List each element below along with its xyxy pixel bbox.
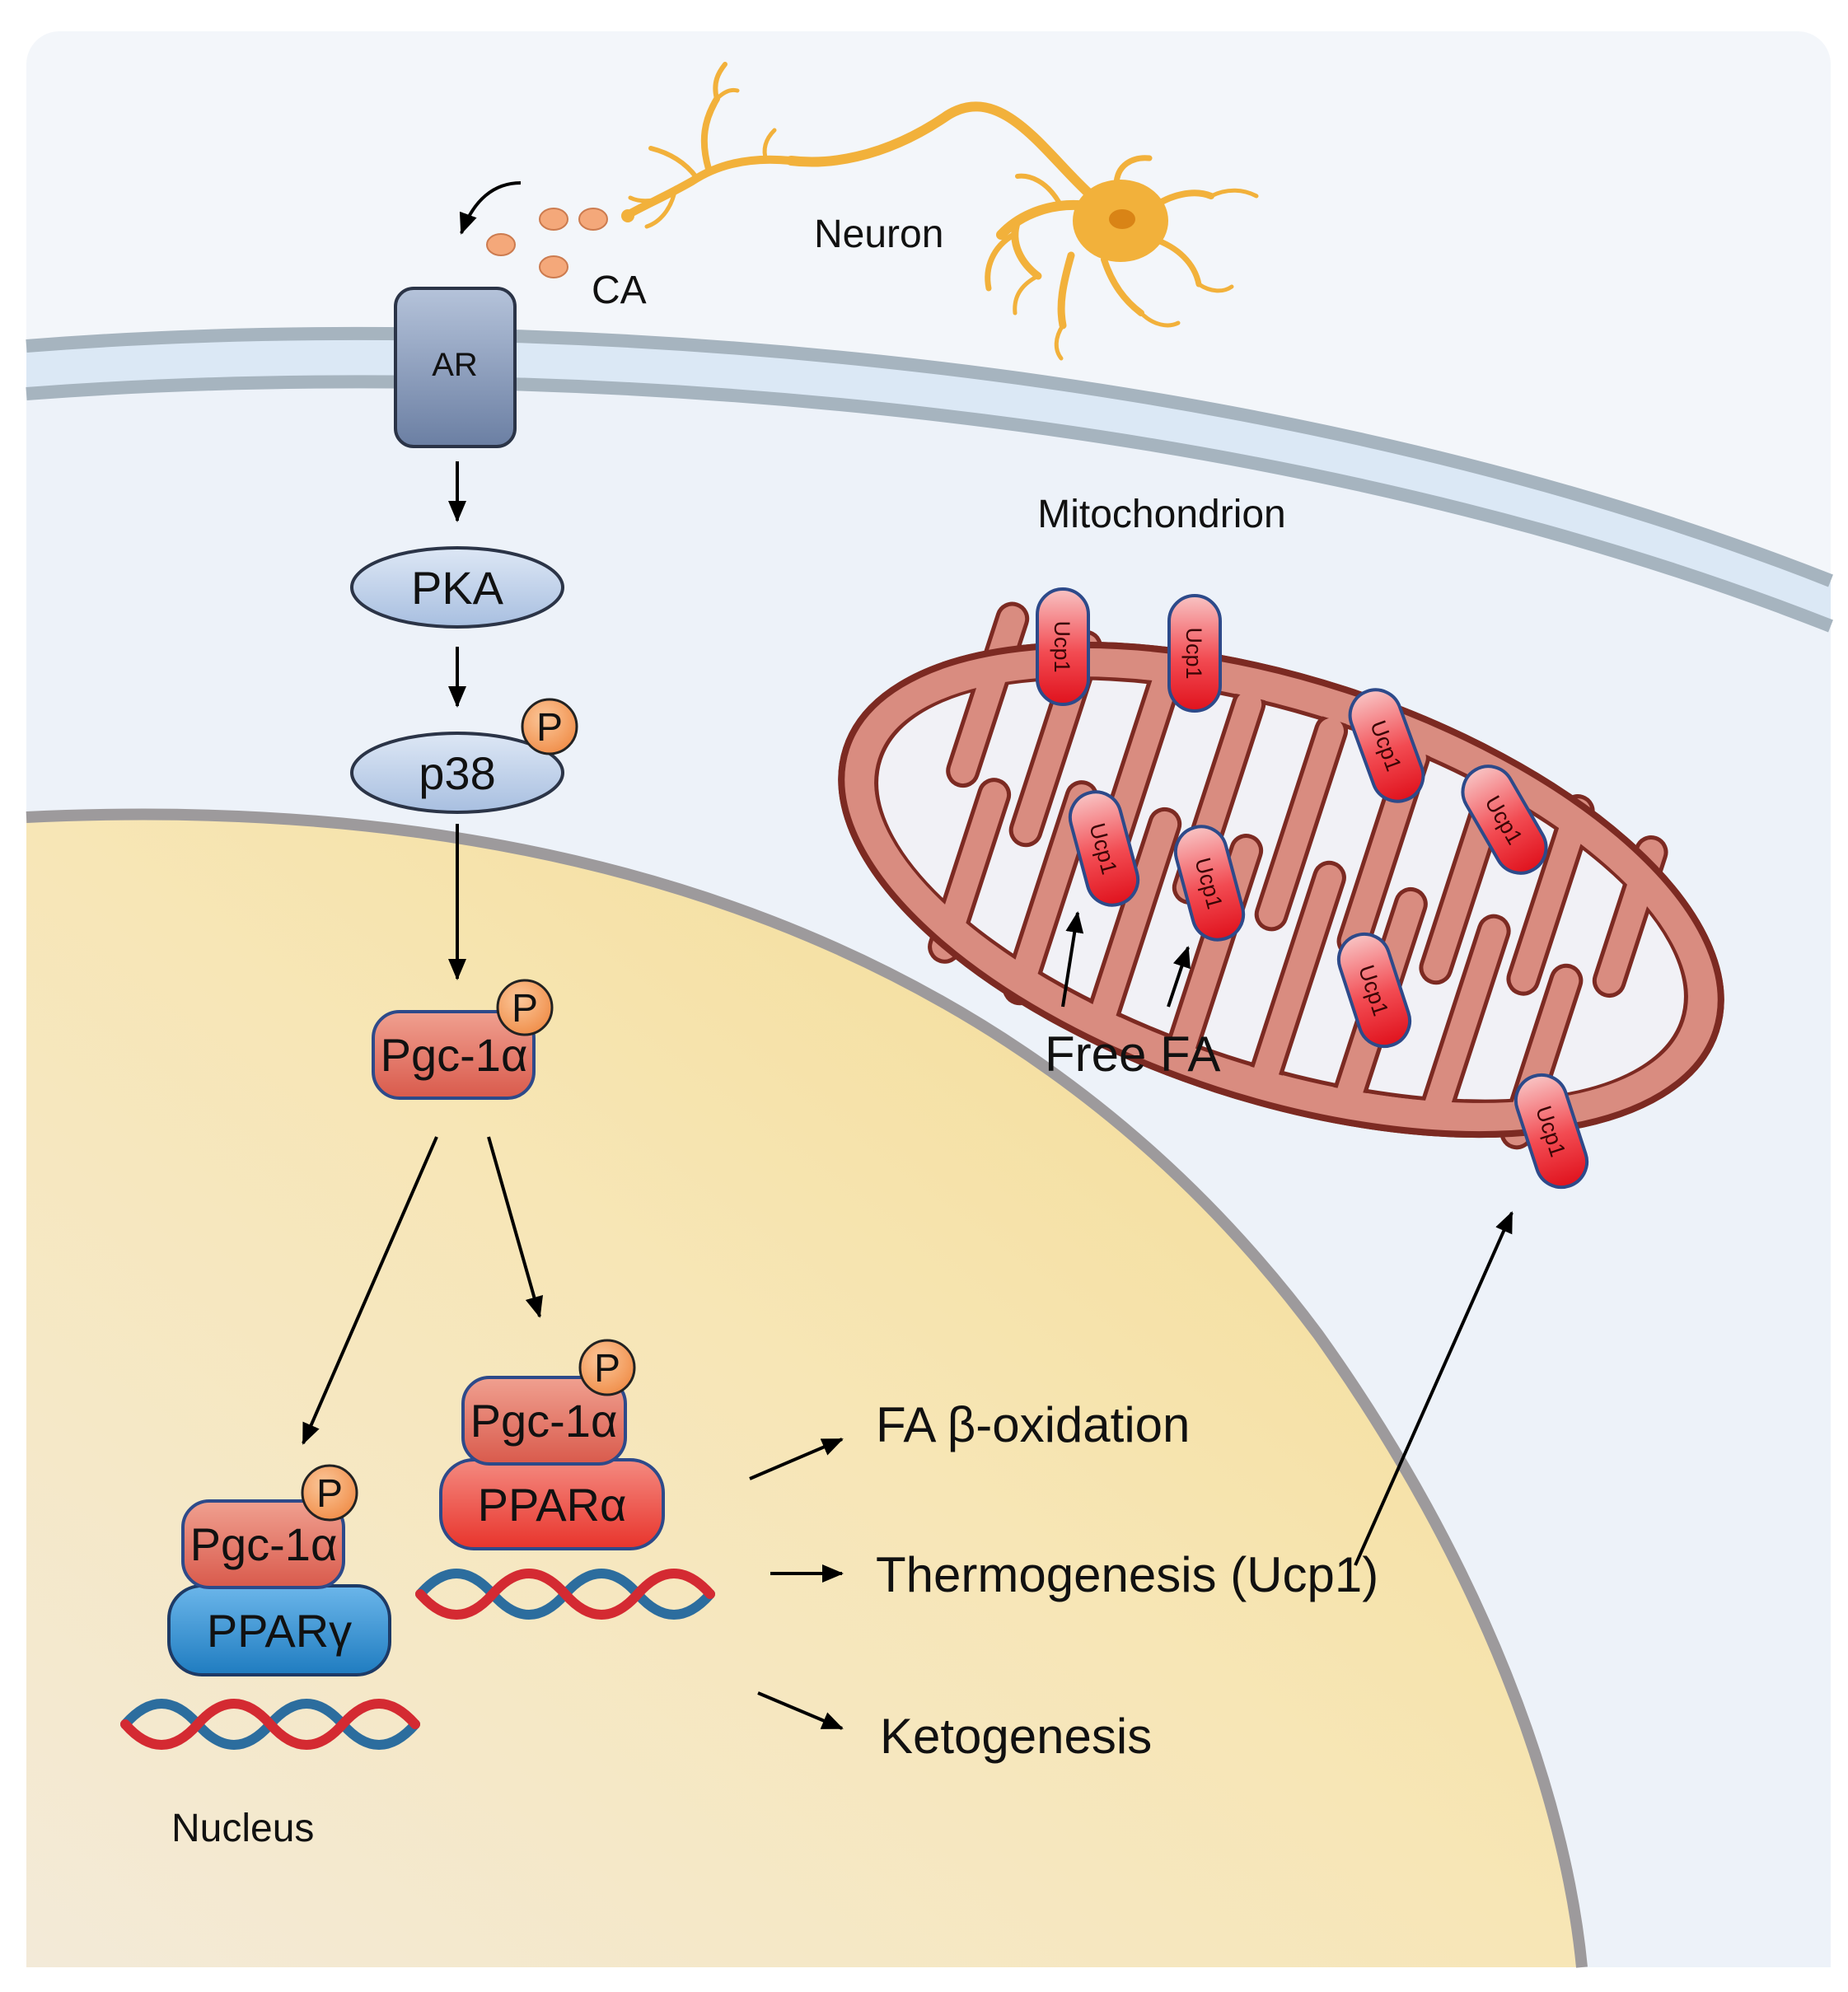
ca-vesicles [486, 208, 608, 278]
neuron-nucleus [1109, 209, 1135, 229]
pgc1a-ppara [461, 1376, 627, 1466]
ucp1-6: Ucp1 [1173, 825, 1246, 942]
arrow-free-fa-2 [1167, 946, 1191, 1008]
pgc1a-pparg-phospho-label: P [316, 1472, 343, 1516]
dna-pparg [120, 1699, 420, 1750]
pgc1a-top [372, 1010, 536, 1100]
p38-phospho-label: P [536, 706, 563, 750]
ca-release-arrow [459, 181, 522, 235]
pparg-label: PPARγ [207, 1605, 352, 1657]
svg-text:Ucp1: Ucp1 [1050, 620, 1074, 672]
ar-label: AR [432, 347, 478, 383]
free-fa-label: Free FA [1045, 1026, 1220, 1082]
neuron [622, 62, 1259, 361]
arrow-free-fa-1 [1061, 911, 1084, 1008]
mitochondrion-label: Mitochondrion [1037, 493, 1286, 536]
membrane-outer-line [26, 326, 1833, 587]
pka-label: PKA [411, 562, 504, 614]
pgc1a-top-phospho [496, 979, 554, 1036]
membrane-inner-line [26, 375, 1833, 633]
fa-beta-oxidation-label: FA β-oxidation [876, 1397, 1190, 1452]
pgc1a-ppara-label: Pgc-1α [470, 1395, 618, 1447]
thermogenesis-label: Thermogenesis (Ucp1) [876, 1547, 1378, 1602]
p38-phospho [521, 698, 578, 755]
svg-text:Ucp1: Ucp1 [1181, 627, 1206, 679]
ca-label: CA [592, 269, 647, 312]
ucp1-1: Ucp1 [1036, 587, 1090, 706]
pka [350, 546, 564, 629]
pgc1a-ppara-phospho-label: P [594, 1347, 620, 1391]
pgc1a-pparg-label: Pgc-1α [190, 1518, 338, 1570]
neuron-label: Neuron [814, 213, 943, 256]
pgc1a-pparg-phospho [301, 1464, 358, 1522]
pgc1a-top-label: Pgc-1α [381, 1029, 528, 1081]
ucp1-7: Ucp1 [1336, 932, 1412, 1049]
neuron-terminal [621, 209, 634, 222]
ucp1-8: Ucp1 [1513, 1073, 1589, 1190]
ucp1-3: Ucp1 [1348, 688, 1425, 803]
nucleus [26, 814, 1582, 1967]
pgc1a-top-phospho-label: P [512, 987, 538, 1031]
p38 [350, 732, 564, 814]
cell-membrane [26, 333, 1831, 626]
ucp1-2: Ucp1 [1167, 594, 1222, 713]
ucp1-5: Ucp1 [1068, 790, 1140, 907]
arrow-ketogenesis [757, 1691, 844, 1730]
ppara-label: PPARα [478, 1479, 627, 1531]
p38-label: p38 [419, 747, 495, 799]
arrow-fa-beta-oxidation [749, 1438, 844, 1480]
arrow-pgc1a-pparg [302, 1136, 438, 1445]
ar-receptor [394, 287, 517, 448]
dna-ppara [415, 1569, 715, 1620]
nucleus-label: Nucleus [171, 1807, 314, 1850]
pgc1a-ppara-phospho [578, 1339, 636, 1396]
arrow-thermogenesis-mitochondrion [1354, 1211, 1513, 1566]
pgc1a-pparg [181, 1499, 345, 1589]
ketogenesis-label: Ketogenesis [880, 1709, 1152, 1764]
ucp1-4: Ucp1 [1461, 765, 1548, 875]
arrow-pgc1a-ppara [487, 1136, 544, 1318]
